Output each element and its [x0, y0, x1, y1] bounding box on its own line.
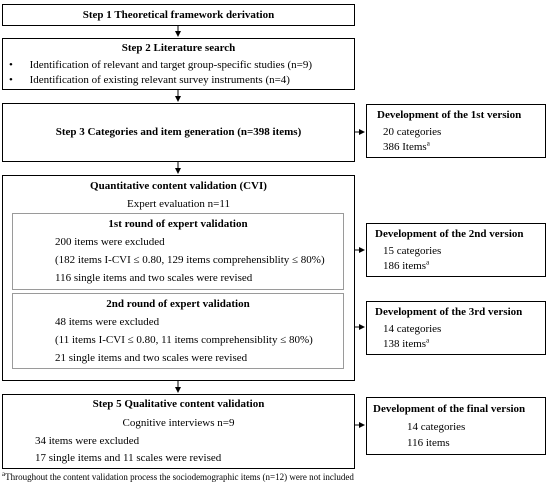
step5-revised: 17 single items and 11 scales were revis…	[35, 452, 222, 464]
version2-items: 186 itemsa	[383, 258, 430, 273]
version3-items-text: 138 items	[383, 338, 427, 350]
step2-title: Step 2 Literature search	[121, 42, 236, 54]
version1-items: 386 Itemsa	[383, 139, 430, 154]
version1-box: Development of the 1st version 20 catego…	[366, 104, 546, 158]
final-version-box: Development of the final version 14 cate…	[366, 397, 546, 455]
round2-title: 2nd round of expert validation	[106, 298, 250, 310]
version1-title: Development of the 1st version	[377, 109, 522, 121]
step2-bullet-1: • Identification of relevant and target …	[9, 59, 312, 72]
final-version-categories: 14 categories	[407, 421, 466, 433]
round1-box: 1st round of expert validation 200 items…	[12, 213, 344, 290]
footnote-text: Throughout the content validation proces…	[5, 472, 354, 482]
step3-box: Step 3 Categories and item generation (n…	[2, 103, 355, 162]
round1-revised: 116 single items and two scales were rev…	[55, 272, 253, 284]
round1-excluded: 200 items were excluded	[55, 236, 165, 248]
version2-items-text: 186 items	[383, 260, 427, 272]
cvi-subtitle: Expert evaluation n=11	[127, 198, 230, 210]
version3-box: Development of the 3rd version 14 catego…	[366, 301, 546, 355]
footnote-marker: a	[426, 139, 430, 148]
round2-excluded: 48 items were excluded	[55, 316, 160, 328]
version3-title: Development of the 3rd version	[375, 306, 523, 318]
version1-items-text: 386 Items	[383, 141, 427, 153]
step1-box: Step 1 Theoretical framework derivation	[2, 4, 355, 26]
step5-subtitle: Cognitive interviews n=9	[122, 417, 235, 429]
bullet-icon: •	[9, 74, 13, 86]
footnote-marker: a	[426, 258, 430, 267]
step5-excluded: 34 items were excluded	[35, 435, 140, 447]
round1-criteria: (182 items I-CVI ≤ 0.80, 129 items compr…	[55, 254, 325, 266]
step1-title: Step 1 Theoretical framework derivation	[82, 9, 275, 21]
footnote-marker: a	[2, 470, 6, 478]
footnote-marker: a	[426, 336, 430, 345]
version3-categories: 14 categories	[383, 323, 442, 335]
step2-bullet-2-text: Identification of existing relevant surv…	[29, 74, 290, 86]
version2-categories: 15 categories	[383, 245, 442, 257]
version1-categories: 20 categories	[383, 126, 442, 138]
step5-box: Step 5 Qualitative content validation Co…	[2, 394, 355, 469]
round2-revised: 21 single items and two scales were revi…	[55, 352, 248, 364]
round2-criteria: (11 items I-CVI ≤ 0.80, 11 items compreh…	[55, 334, 313, 346]
step3-title: Step 3 Categories and item generation (n…	[55, 126, 302, 138]
round2-box: 2nd round of expert validation 48 items …	[12, 293, 344, 369]
bullet-icon: •	[9, 59, 13, 71]
step5-title: Step 5 Qualitative content validation	[92, 398, 265, 410]
step2-box: Step 2 Literature search • Identificatio…	[2, 38, 355, 90]
cvi-title: Quantitative content validation (CVI)	[90, 180, 267, 192]
final-version-title: Development of the final version	[373, 403, 526, 415]
version3-items: 138 itemsa	[383, 336, 430, 351]
step2-bullet-1-text: Identification of relevant and target gr…	[29, 59, 313, 71]
final-version-items: 116 items	[407, 437, 450, 449]
step2-bullet-2: • Identification of existing relevant su…	[9, 74, 290, 87]
version2-box: Development of the 2nd version 15 catego…	[366, 223, 546, 277]
version2-title: Development of the 2nd version	[375, 228, 524, 240]
round1-title: 1st round of expert validation	[108, 218, 248, 230]
footnote: aThroughout the content validation proce…	[2, 470, 354, 483]
